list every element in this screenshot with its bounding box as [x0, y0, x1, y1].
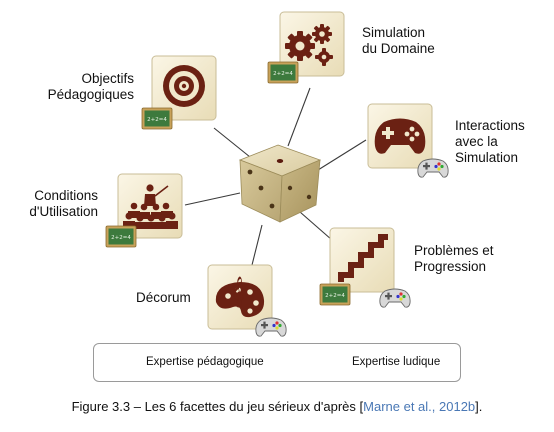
caption-suffix: ]. — [475, 399, 483, 414]
caption-prefix: Figure 3.3 – Les 6 facettes du jeu série… — [71, 399, 364, 414]
chalkboard-icon — [141, 107, 173, 130]
legend-pedagogique-label: Expertise pédagogique — [146, 356, 264, 368]
facet-simulation — [267, 11, 345, 84]
gears-icon — [285, 24, 333, 66]
audience-icon — [123, 184, 178, 229]
facet-decorum: 𝄞 — [207, 264, 287, 337]
stairs-icon — [338, 234, 388, 282]
facet-problemes — [319, 227, 411, 308]
facet-objectifs — [141, 55, 217, 130]
gamepad-badge-icon — [255, 317, 287, 337]
spoke-line-conditions — [184, 192, 241, 206]
spoke-line-decorum — [251, 224, 263, 266]
dice-icon — [238, 144, 322, 223]
label-objectifs: Objectifs Pédagogiques — [47, 71, 134, 102]
palette-icon: 𝄞 — [215, 276, 265, 318]
label-problemes: Problèmes et Progression — [414, 243, 494, 274]
label-simulation: Simulation du Domaine — [362, 25, 435, 56]
citation-link[interactable]: Marne et al., 2012b — [363, 399, 476, 414]
chalkboard-icon — [105, 225, 137, 248]
facet-interactions — [367, 103, 449, 178]
figure-caption: Figure 3.3 – Les 6 facettes du jeu série… — [0, 399, 554, 414]
spoke-line-interactions — [317, 139, 367, 171]
gamepad-icon — [374, 118, 426, 154]
label-conditions: Conditions d'Utilisation — [29, 188, 98, 219]
spoke-line-problemes — [299, 211, 333, 241]
target-icon — [163, 65, 205, 107]
legend — [93, 343, 461, 382]
chalkboard-icon — [319, 283, 351, 306]
label-decorum: Décorum — [136, 290, 191, 305]
label-interactions: Interactions avec la Simulation — [455, 118, 525, 165]
svg-text:𝄞: 𝄞 — [230, 276, 245, 308]
legend-ludique-label: Expertise ludique — [352, 356, 441, 368]
gamepad-badge-icon — [417, 158, 449, 178]
gamepad-badge-icon — [379, 288, 411, 308]
facet-conditions — [105, 173, 183, 248]
spoke-line-objectifs — [213, 127, 251, 158]
spoke-line-simulation — [287, 87, 311, 147]
chalkboard-icon — [267, 61, 299, 84]
